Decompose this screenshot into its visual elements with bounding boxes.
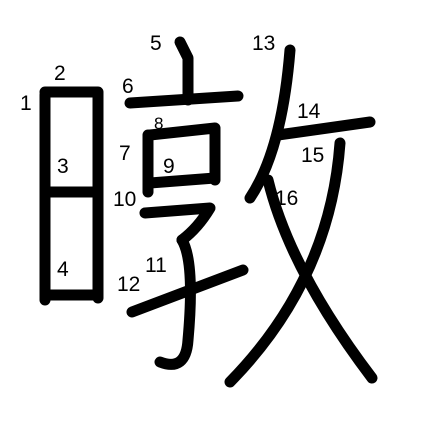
stroke-number-2: 2 [54,62,66,85]
stroke-number-6: 6 [122,75,134,98]
stroke-5 [174,36,194,106]
stroke-number-1: 1 [20,92,32,115]
stroke-number-10: 10 [113,188,136,211]
stroke-number-14: 14 [297,100,321,123]
stroke-number-5: 5 [150,32,162,55]
stroke-15 [224,137,346,388]
stroke-number-11: 11 [145,254,167,277]
stroke-14 [272,116,376,141]
stroke-8 [144,122,221,186]
stroke-number-7: 7 [119,142,131,165]
stroke-numbers: 1 2 3 4 5 6 7 8 9 10 11 12 13 14 15 16 [20,32,324,296]
stroke-number-3: 3 [57,155,69,178]
stroke-16 [262,174,378,384]
stroke-number-8: 8 [154,114,163,133]
stroke-10 [139,202,216,246]
stroke-11 [154,234,196,370]
stroke-number-12: 12 [117,273,140,296]
stroke-number-13: 13 [252,32,275,55]
stroke-2 [39,86,104,304]
stroke-6 [124,90,244,109]
stroke-12 [126,264,249,318]
stroke-number-4: 4 [57,258,69,281]
character-strokes [39,36,378,388]
stroke-9 [144,172,221,189]
stroke-number-15: 15 [301,144,324,167]
stroke-number-16: 16 [275,187,298,210]
stroke-number-9: 9 [163,155,175,178]
